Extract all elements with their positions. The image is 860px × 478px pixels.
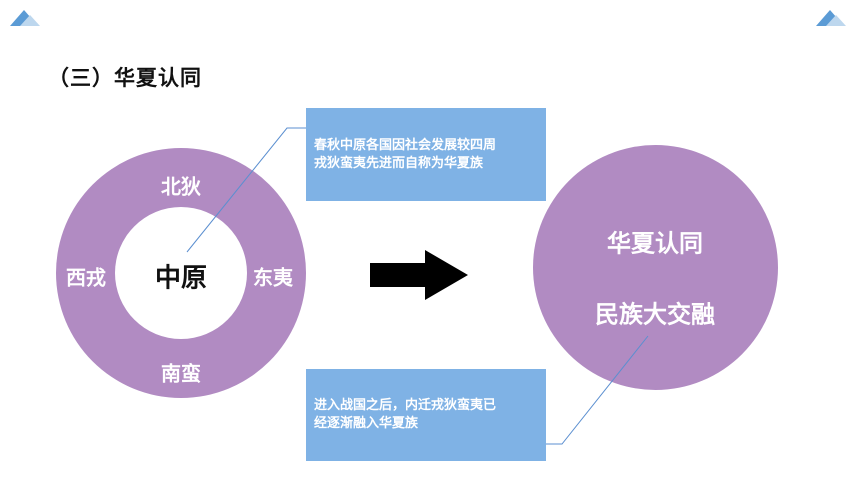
ring-label-east: 东夷 (253, 265, 293, 290)
result-line-1: 华夏认同 (607, 229, 703, 258)
corner-triangle-left-icon (10, 10, 40, 26)
note-box-top: 春秋中原各国因社会发展较四周 戎狄蛮夷先进而自称为华夏族 (306, 108, 546, 201)
ring-label-south: 南蛮 (161, 361, 201, 386)
note-bottom-line-2: 经逐渐融入华夏族 (314, 416, 419, 431)
note-top-line-1: 春秋中原各国因社会发展较四周 (314, 137, 497, 153)
corner-triangle-right-icon (816, 10, 846, 26)
note-top-line-2: 戎狄蛮夷先进而自称为华夏族 (314, 155, 484, 171)
right-arrow-icon (370, 250, 468, 300)
note-bottom-line-1: 进入战国之后，内迁戎狄蛮夷已 (314, 398, 497, 413)
result-circle (533, 145, 778, 390)
section-title: （三）华夏认同 (48, 66, 202, 90)
ring-center-label: 中原 (154, 263, 208, 294)
result-line-2: 民族大交融 (595, 300, 715, 329)
ring-label-north: 北狄 (161, 174, 201, 199)
note-box-bottom: 进入战国之后，内迁戎狄蛮夷已 经逐渐融入华夏族 (306, 369, 546, 461)
ring-label-west: 西戎 (66, 265, 106, 290)
